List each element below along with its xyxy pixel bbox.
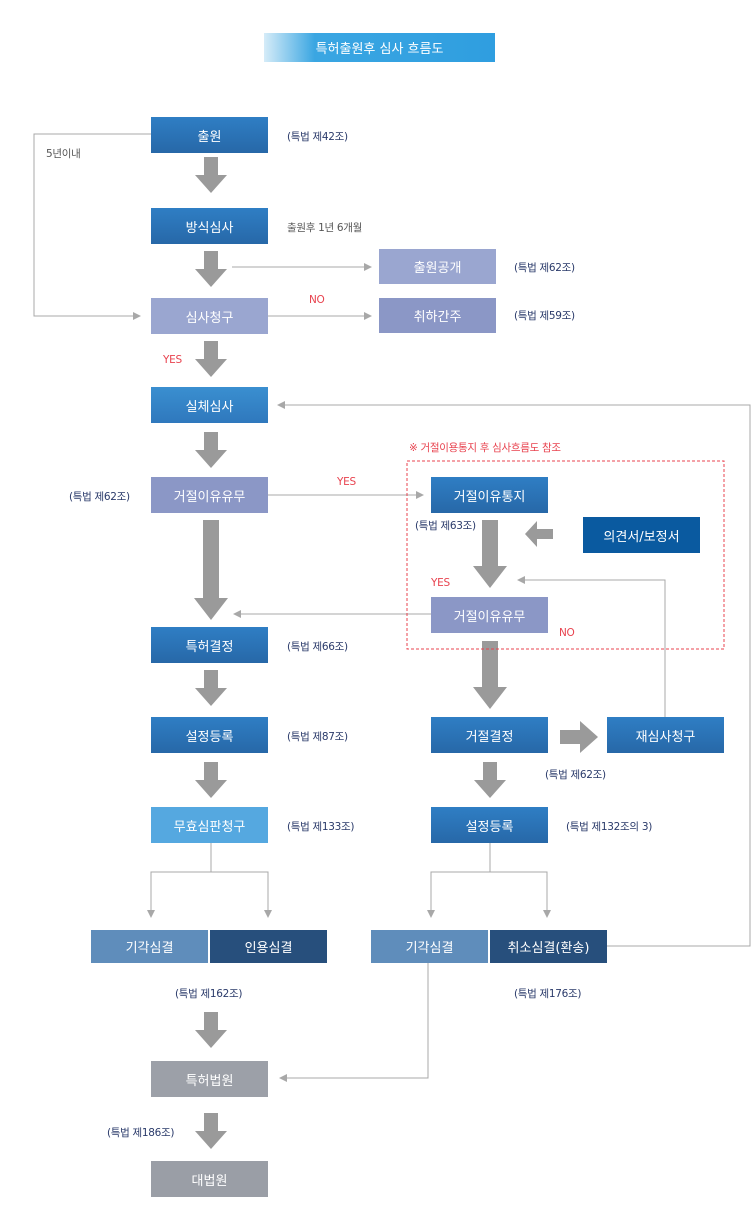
registration-split-right (490, 871, 551, 918)
accepted-box: 인용심결 (210, 930, 327, 963)
label-yes-1: YES (163, 354, 182, 366)
big-down-arrow (195, 251, 227, 287)
label-yes-2: YES (337, 476, 356, 488)
registration-box-2: 설정등록 (431, 807, 548, 843)
dismissal-box-1: 기각심결 (91, 930, 208, 963)
substantive-exam-box: 실체심사 (151, 387, 268, 423)
label-art63: (특법 제63조) (415, 520, 476, 532)
rejection-reason-box-1: 거절이유유무 (151, 477, 268, 513)
grant-box: 특허결정 (151, 627, 268, 663)
label-art186: (특법 제186조) (107, 1127, 175, 1139)
big-down-arrow (195, 157, 227, 193)
big-down-arrow (195, 341, 227, 377)
label-art66: (특법 제66조) (287, 641, 348, 653)
five-year-line (33, 133, 151, 320)
label-no-1: NO (309, 294, 325, 306)
label-art59: (특법 제59조) (514, 310, 575, 322)
formality-exam-box: 방식심사 (151, 208, 268, 244)
big-down-arrow (473, 641, 507, 709)
label-art132: (특법 제132조의 3) (566, 821, 652, 833)
label-within-5-years: 5년이내 (46, 148, 81, 160)
rejection-notice-box: 거절이유통지 (431, 477, 548, 513)
label-art176: (특법 제176조) (514, 988, 582, 1000)
reference-dashed-box (406, 460, 725, 650)
patent-court-box: 특허법원 (151, 1061, 268, 1097)
big-right-arrow (560, 721, 598, 753)
reexam-line (517, 576, 666, 719)
label-after-filing: 출원후 1년 6개월 (287, 222, 362, 234)
filing-box: 출원 (151, 117, 268, 153)
page-title: 특허출원후 심사 흐름도 (264, 33, 495, 62)
big-down-arrow (194, 520, 228, 620)
reexam-box: 재심사청구 (607, 717, 724, 753)
registration-box-1: 설정등록 (151, 717, 268, 753)
cancel-return-line (277, 401, 751, 947)
publication-box: 출원공개 (379, 249, 496, 284)
registration-split-left (427, 840, 491, 918)
big-down-arrow (195, 1113, 227, 1149)
dismissal-box-2: 기각심결 (371, 930, 488, 963)
opinion-box: 의견서/보정서 (583, 517, 700, 553)
big-left-arrow (525, 521, 553, 547)
dismissal-to-court-line (279, 963, 429, 1082)
label-art62-reject: (특법 제62조) (545, 769, 606, 781)
big-down-arrow (473, 520, 507, 588)
invalidation-split-right (211, 871, 272, 918)
label-no-2: NO (559, 627, 575, 639)
rejection-reason-box-2: 거절이유유무 (431, 597, 548, 633)
supreme-court-box: 대법원 (151, 1161, 268, 1197)
label-art87: (특법 제87조) (287, 731, 348, 743)
label-art42: (특법 제42조) (287, 131, 348, 143)
label-art162: (특법 제162조) (175, 988, 243, 1000)
rejection-decision-box: 거절결정 (431, 717, 548, 753)
cancel-box: 취소심결(환송) (490, 930, 607, 963)
deemed-withdrawn-box: 취하간주 (379, 298, 496, 333)
label-art133: (특법 제133조) (287, 821, 355, 833)
label-art62-left: (특법 제62조) (69, 491, 130, 503)
big-down-arrow (195, 1012, 227, 1048)
invalidation-box: 무효심판청구 (151, 807, 268, 843)
big-down-arrow (195, 670, 227, 706)
big-down-arrow (195, 762, 227, 798)
label-reference-note: ※ 거절이용통지 후 심사흐름도 참조 (409, 442, 561, 454)
invalidation-split-left (147, 840, 212, 918)
exam-request-box: 심사청구 (151, 298, 268, 334)
big-down-arrow (474, 762, 506, 798)
label-art62-publication: (특법 제62조) (514, 262, 575, 274)
big-down-arrow (195, 432, 227, 468)
label-yes-3: YES (431, 577, 450, 589)
